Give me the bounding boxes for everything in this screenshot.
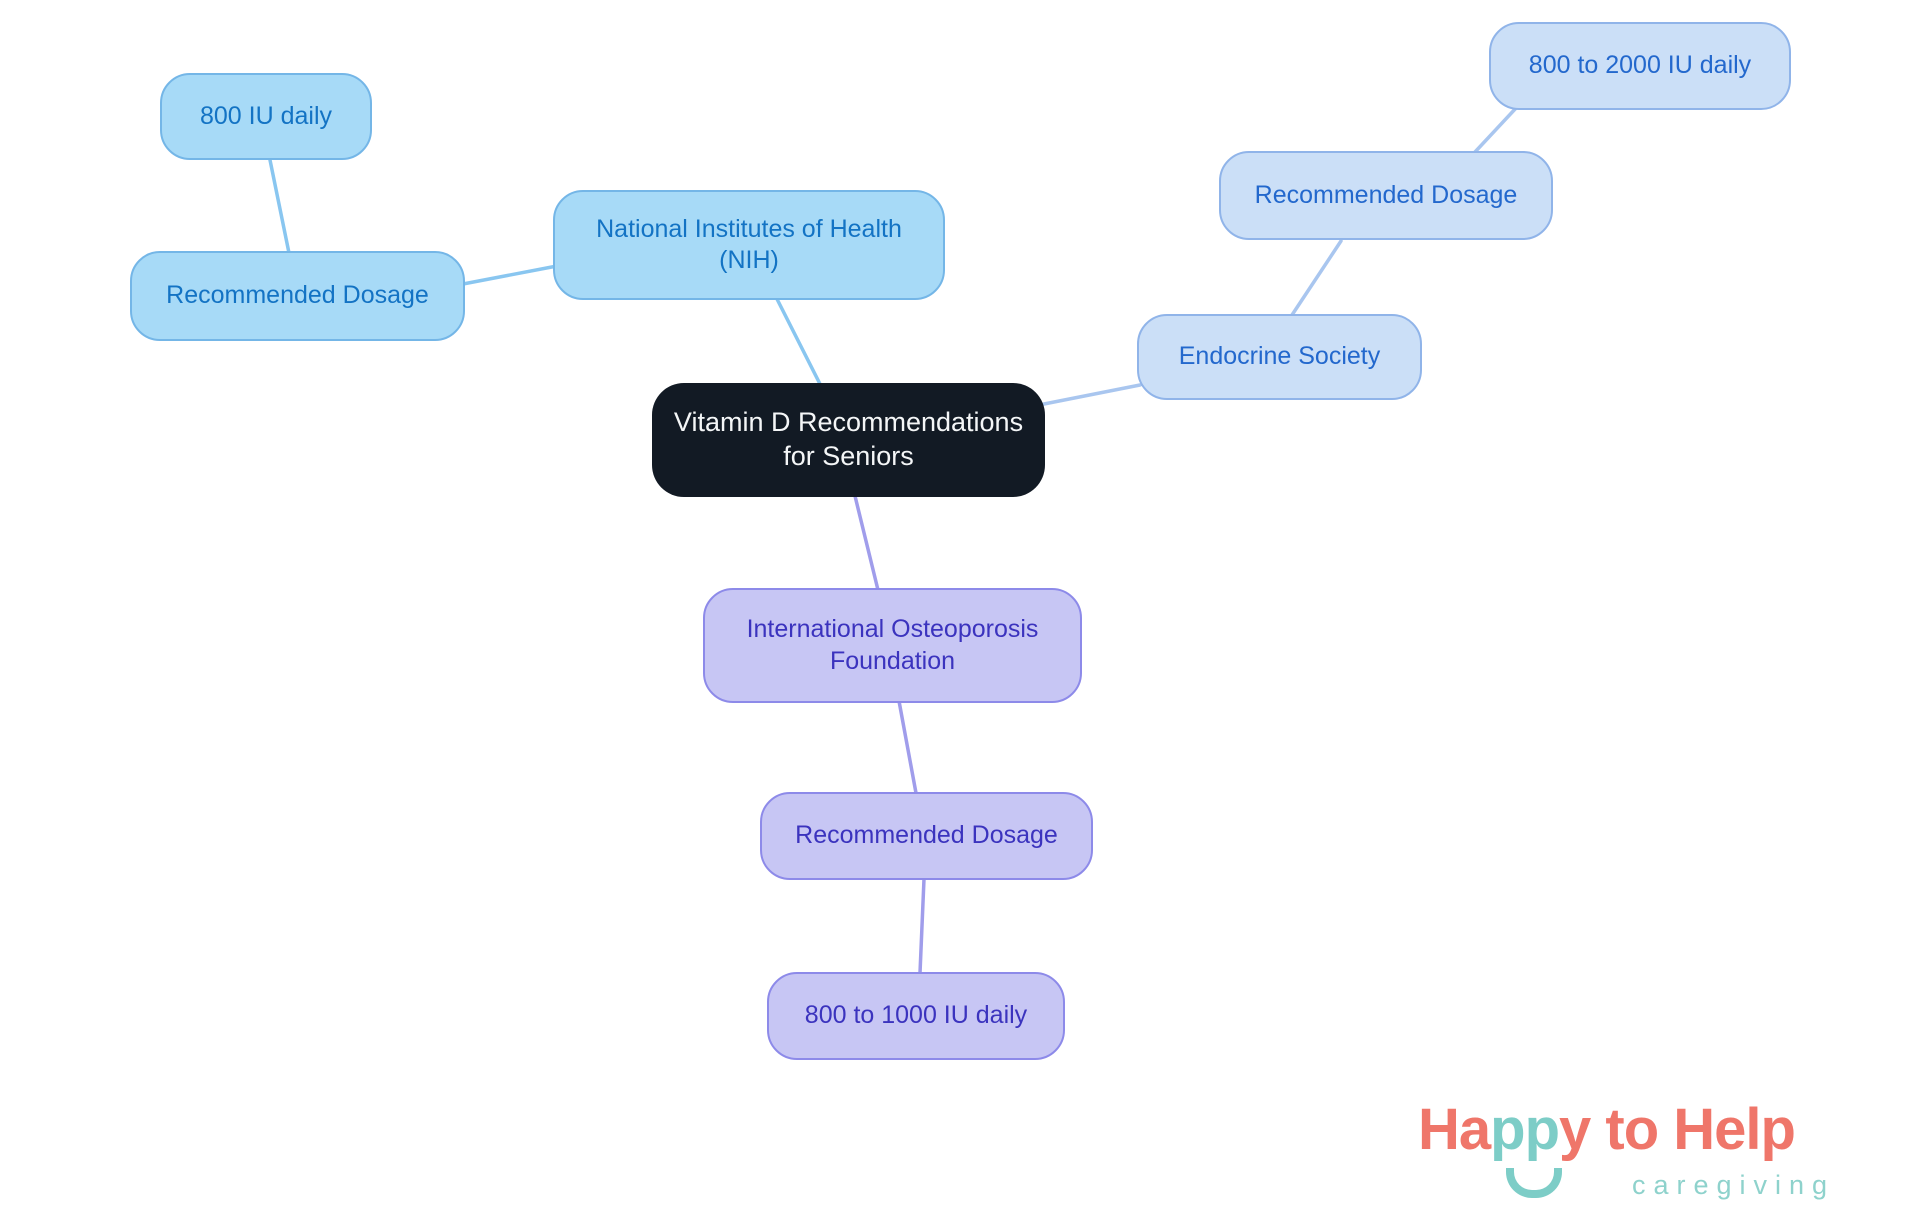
logo-text-ha: Ha: [1418, 1097, 1491, 1162]
node-endocrine-recommended-dosage-label: Recommended Dosage: [1254, 180, 1518, 209]
node-endocrine-society[interactable]: Endocrine Society: [1137, 314, 1422, 400]
connector-dosage-nih-to-nih: [461, 264, 559, 286]
node-endocrine-society-label: Endocrine Society: [1178, 342, 1381, 371]
node-central-topic[interactable]: Vitamin D Recommendations for Seniors: [652, 383, 1045, 497]
happy-to-help-logo: Happy to Help caregiving: [1418, 1098, 1878, 1208]
node-nih-label: National Institutes of Health (NIH): [596, 214, 902, 274]
node-nih-dosage-value[interactable]: 800 IU daily: [160, 73, 372, 160]
logo-tagline: caregiving: [1632, 1170, 1836, 1200]
node-iof-recommended-dosage-label: Recommended Dosage: [795, 821, 1058, 850]
connector-central-to-iof: [853, 494, 880, 592]
logo-text-rest: y to Help: [1559, 1097, 1796, 1162]
node-central-topic-label: Vitamin D Recommendations for Seniors: [673, 407, 1024, 471]
connector-endocrine-to-dosage-endocrine: [1290, 239, 1343, 317]
connector-dosage-iof-to-1000iu: [918, 877, 926, 975]
connector-central-to-endocrine: [1042, 383, 1142, 406]
node-iof[interactable]: International Osteoporosis Foundation: [703, 588, 1082, 703]
connector-800iu-to-dosage-nih: [268, 158, 291, 255]
connector-nih-to-central: [775, 297, 823, 388]
node-iof-dosage-value[interactable]: 800 to 1000 IU daily: [767, 972, 1065, 1060]
node-nih-recommended-dosage[interactable]: Recommended Dosage: [130, 251, 465, 341]
node-iof-dosage-value-label: 800 to 1000 IU daily: [804, 1001, 1028, 1030]
connector-dosage-endocrine-to-2000iu: [1473, 105, 1519, 154]
node-nih-recommended-dosage-label: Recommended Dosage: [166, 281, 429, 310]
node-nih[interactable]: National Institutes of Health (NIH): [553, 190, 945, 300]
smile-icon: [1506, 1168, 1562, 1198]
node-iof-label: International Osteoporosis Foundation: [746, 615, 1039, 675]
node-endocrine-dosage-value-label: 800 to 2000 IU daily: [1528, 51, 1752, 80]
node-endocrine-dosage-value[interactable]: 800 to 2000 IU daily: [1489, 22, 1791, 110]
connector-iof-to-dosage-iof: [897, 699, 918, 795]
logo-wordmark: Happy to Help: [1418, 1098, 1878, 1162]
node-endocrine-recommended-dosage[interactable]: Recommended Dosage: [1219, 151, 1553, 240]
logo-text-pp: pp: [1490, 1097, 1560, 1162]
node-nih-dosage-value-label: 800 IU daily: [199, 101, 333, 130]
node-iof-recommended-dosage[interactable]: Recommended Dosage: [760, 792, 1093, 880]
